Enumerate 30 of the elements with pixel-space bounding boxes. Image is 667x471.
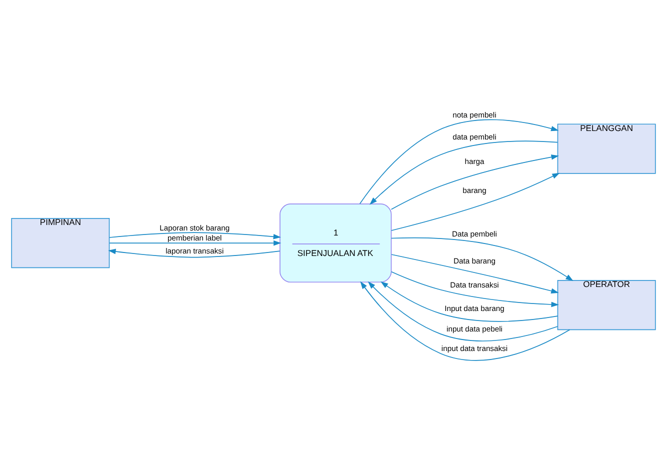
arrow xyxy=(370,140,558,204)
edge-label: Input data barang xyxy=(444,304,504,313)
arrow xyxy=(109,240,282,246)
arrow xyxy=(391,254,559,294)
edge-label: input data pebeli xyxy=(446,324,502,334)
edge-label: Data barang xyxy=(454,256,496,266)
arrow xyxy=(359,118,559,204)
edge-label: Data transaksi xyxy=(450,280,499,289)
node-box: OPERATOR xyxy=(557,280,656,330)
arrow xyxy=(109,232,282,239)
arrow xyxy=(390,270,559,307)
edge-label: Data pembeli xyxy=(452,228,497,238)
edge-label: Laporan stok barang xyxy=(160,222,230,232)
arrow xyxy=(391,172,560,230)
arrow xyxy=(360,280,570,360)
edge-label: laporan transaksi xyxy=(166,246,224,255)
arrow xyxy=(390,236,574,280)
arrow xyxy=(390,154,559,210)
edge-label: barang xyxy=(462,186,486,195)
node-box: 1 SIPENJUALAN ATK xyxy=(280,203,392,282)
node-box: PELANGGAN xyxy=(557,123,656,174)
arrow xyxy=(380,280,558,322)
edge-label: data pembeli xyxy=(452,132,496,142)
node-box: PIMPINAN xyxy=(11,217,110,268)
edge-label: pemberian label xyxy=(168,233,222,242)
edge-label: input data transaksi xyxy=(441,344,508,353)
arrow xyxy=(108,248,280,258)
edge-label: nota pembeli xyxy=(452,110,496,120)
arrow xyxy=(368,280,558,341)
edge-label: harga xyxy=(464,156,484,166)
